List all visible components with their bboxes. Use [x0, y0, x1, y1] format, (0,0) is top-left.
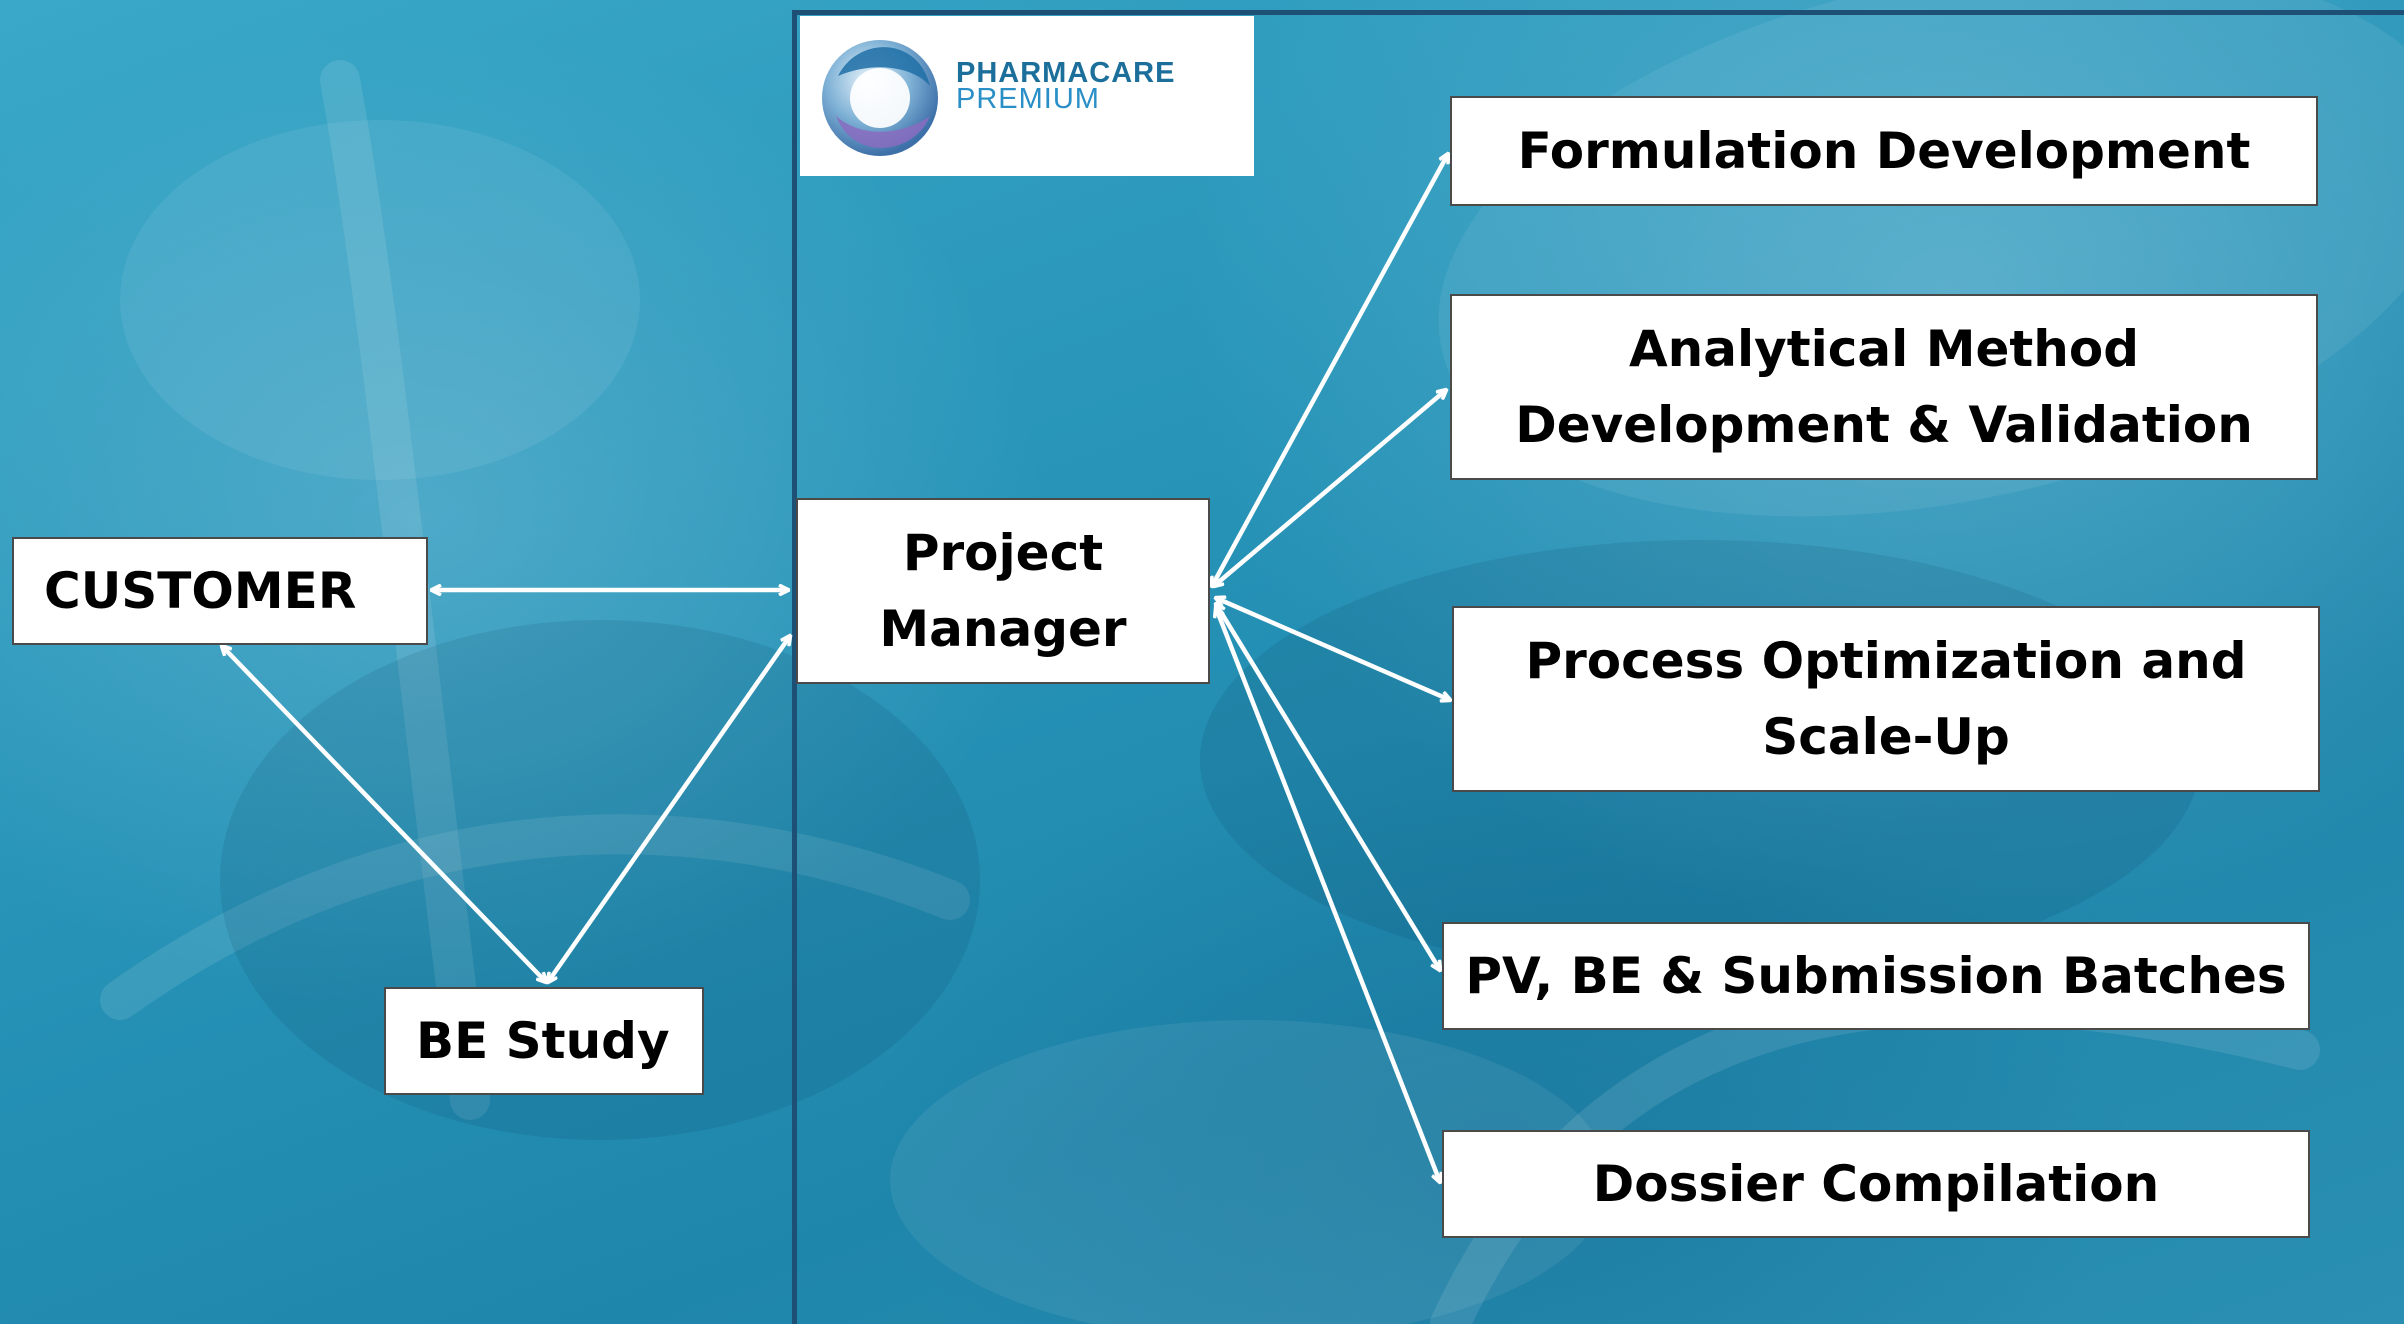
analytical-method-label-line2: Development & Validation	[1515, 396, 2253, 454]
pv-be-submission-box: PV, BE & Submission Batches	[1442, 922, 2310, 1030]
formulation-development-box: Formulation Development	[1450, 96, 2318, 206]
analytical-method-label-line1: Analytical Method	[1628, 320, 2140, 378]
formulation-development-label: Formulation Development	[1517, 122, 2251, 180]
pv-be-submission-label: PV, BE & Submission Batches	[1465, 947, 2287, 1005]
logo-brand-line1: PHARMACARE	[956, 57, 1176, 89]
arrow-pm-process	[1216, 598, 1450, 700]
arrow-pm-pv-be	[1216, 604, 1440, 970]
arrow-pm-formulation	[1212, 154, 1448, 586]
process-optimization-label-line2: Scale-Up	[1762, 708, 2010, 766]
pharmacare-logo: PHARMACARE PREMIUM	[800, 16, 1254, 176]
logo-sphere-icon	[822, 40, 938, 156]
be-study-box: BE Study	[384, 987, 704, 1095]
arrow-pm-analytical	[1214, 390, 1446, 586]
arrow-customer-be-study	[222, 646, 546, 982]
customer-box: CUSTOMER	[12, 537, 428, 645]
logo-brand-line2: PREMIUM	[956, 83, 1100, 115]
project-manager-box: Project Manager	[796, 498, 1210, 684]
logo-wordmark: PHARMACARE PREMIUM	[956, 57, 1176, 115]
dossier-compilation-box: Dossier Compilation	[1442, 1130, 2310, 1238]
process-optimization-box: Process Optimization and Scale-Up	[1452, 606, 2320, 792]
pharmacare-scope-frame	[792, 10, 2404, 1324]
arrow-pm-dossier	[1216, 608, 1440, 1182]
analytical-method-box: Analytical Method Development & Validati…	[1450, 294, 2318, 480]
project-manager-label-line1: Project	[902, 524, 1104, 582]
be-study-label: BE Study	[416, 1012, 670, 1070]
customer-label: CUSTOMER	[44, 562, 357, 620]
arrow-be-study-project-manager	[548, 636, 790, 982]
project-manager-label-line2: Manager	[879, 600, 1127, 658]
process-optimization-label-line1: Process Optimization and	[1525, 632, 2247, 690]
dossier-compilation-label: Dossier Compilation	[1592, 1155, 2160, 1213]
